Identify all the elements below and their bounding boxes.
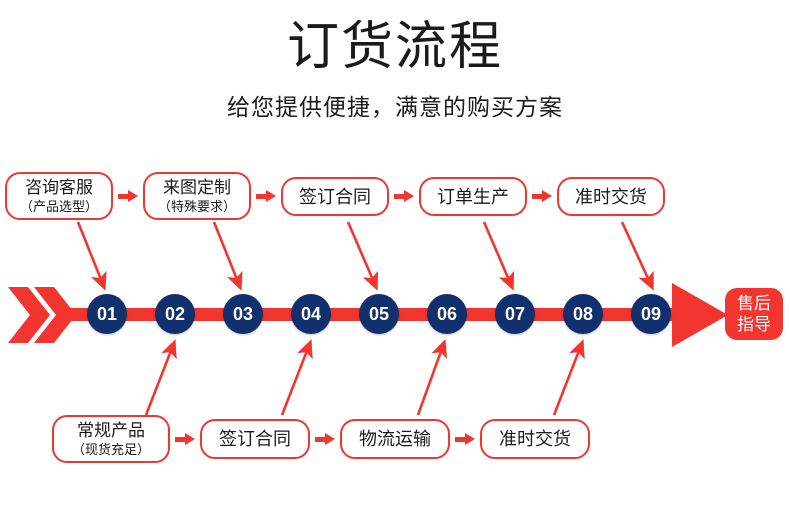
top-box-1-sublabel: （产品选型） [19, 198, 98, 214]
step-node-06-label: 06 [436, 303, 458, 324]
step-node-03-label: 03 [232, 303, 254, 324]
connector-top3-to-node05 [346, 221, 379, 291]
step-node-02-label: 02 [164, 303, 186, 324]
connector-bottom1-to-node02 [144, 339, 177, 416]
connector-bottom2-to-node04 [280, 339, 313, 416]
step-node-08-label: 08 [572, 303, 594, 324]
step-node-02[interactable]: 02 [155, 294, 195, 334]
bottom-box-3[interactable]: 物流运输 [340, 419, 450, 459]
bottom-box-1[interactable]: 常规产品 （现货充足） [52, 415, 170, 463]
top-box-5[interactable]: 准时交货 [557, 177, 665, 216]
connector-top4-to-node07 [482, 221, 515, 291]
step-node-01[interactable]: 01 [87, 294, 127, 334]
step-node-06[interactable]: 06 [427, 294, 467, 334]
connector-top5-to-node09 [620, 221, 654, 291]
step-node-09[interactable]: 09 [631, 294, 671, 334]
top-box-2-sublabel: （特殊要求） [157, 198, 236, 214]
after-sales-badge-line2: 指导 [737, 315, 771, 334]
connector-bottom3-to-node06 [416, 339, 448, 416]
arrow-bottom3-to-bottom4 [455, 433, 475, 445]
arrow-bottom1-to-bottom2 [175, 433, 195, 445]
top-box-4-label: 订单生产 [437, 186, 509, 207]
top-box-1[interactable]: 咨询客服 （产品选型） [5, 172, 113, 220]
after-sales-badge[interactable]: 售后 指导 [725, 288, 783, 340]
step-node-08[interactable]: 08 [563, 294, 603, 334]
bottom-box-4-label: 准时交货 [499, 429, 571, 449]
bottom-box-2-label: 签订合同 [219, 429, 291, 449]
top-box-2-label: 来图定制 [163, 177, 231, 197]
bottom-box-3-label: 物流运输 [359, 429, 431, 449]
step-node-05[interactable]: 05 [359, 294, 399, 334]
connector-bottom4-to-node08 [552, 339, 585, 416]
connector-top2-to-node03 [212, 221, 243, 291]
step-node-09-label: 09 [640, 303, 662, 324]
step-node-05-label: 05 [368, 303, 390, 324]
arrow-top1-to-top2 [118, 190, 138, 202]
after-sales-badge-line1: 售后 [737, 294, 771, 313]
step-node-04-label: 04 [300, 303, 322, 324]
page-title: 订货流程 [286, 18, 503, 76]
bottom-box-1-sublabel: （现货充足） [71, 441, 150, 457]
top-box-3[interactable]: 签订合同 [281, 177, 389, 216]
arrow-top4-to-top5 [532, 190, 552, 202]
top-box-4[interactable]: 订单生产 [419, 177, 527, 216]
arrow-top3-to-top4 [394, 190, 414, 202]
step-node-07-label: 07 [504, 303, 526, 324]
step-node-01-label: 01 [96, 303, 118, 324]
arrow-bottom2-to-bottom3 [315, 433, 335, 445]
top-box-3-label: 签订合同 [299, 186, 371, 207]
top-box-2[interactable]: 来图定制 （特殊要求） [143, 172, 251, 220]
top-box-1-label: 咨询客服 [25, 177, 93, 197]
bottom-box-4[interactable]: 准时交货 [480, 419, 590, 459]
top-box-5-label: 准时交货 [575, 186, 647, 207]
arrow-head-icon [672, 283, 728, 347]
double-chevron-icon [8, 287, 76, 343]
bottom-box-1-label: 常规产品 [77, 420, 145, 440]
connector-top1-to-node01 [76, 221, 107, 291]
page-subtitle: 给您提供便捷，满意的购买方案 [227, 94, 563, 120]
step-node-04[interactable]: 04 [291, 294, 331, 334]
step-node-03[interactable]: 03 [223, 294, 263, 334]
arrow-top2-to-top3 [256, 190, 276, 202]
bottom-box-2[interactable]: 签订合同 [200, 419, 310, 459]
step-node-07[interactable]: 07 [495, 294, 535, 334]
